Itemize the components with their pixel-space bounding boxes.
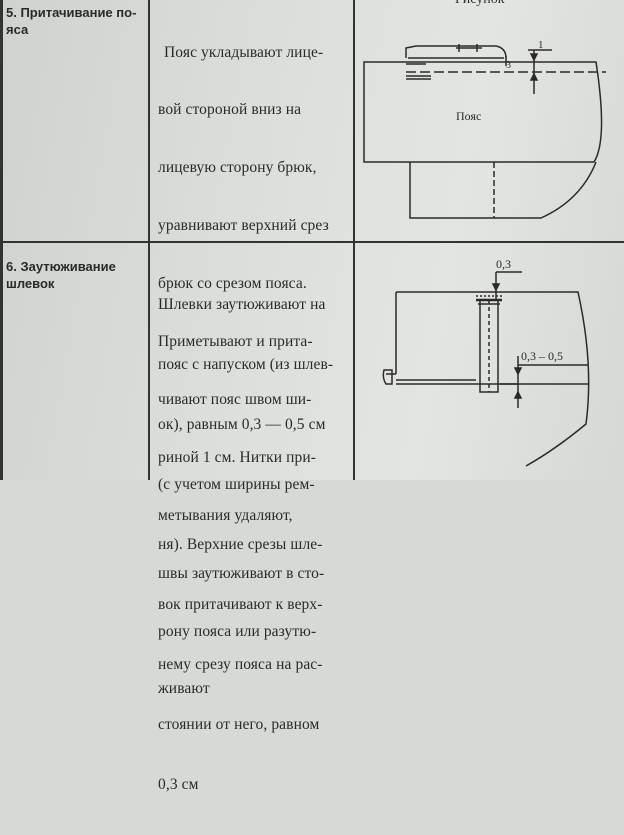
row-5-line: уравнивают верхний срез <box>158 217 329 235</box>
row-6-title: 6. Заутюживание шлевок <box>6 258 116 292</box>
belt-attachment-figure: Пояс 1 3 <box>363 39 606 219</box>
row-6-line: 0,3 см <box>158 776 199 793</box>
row-5-title: 5. Притачивание по- яса <box>6 4 136 38</box>
row-6-line: вок притачивают к верх- <box>158 596 323 613</box>
row-5-line: лицевую сторону брюк, <box>158 159 317 177</box>
table-left-border <box>0 0 3 480</box>
row-5-line: чивают пояс швом ши- <box>158 390 312 408</box>
row-6-line: Шлевки заутюживают на <box>158 296 326 313</box>
row-5-line: брюк со срезом пояса. <box>158 275 307 293</box>
dimension-side: 0,3 – 0,5 <box>521 349 563 363</box>
table-divider-1 <box>148 0 150 480</box>
row-6-line: нему срезу пояса на рас- <box>158 656 323 673</box>
dimension-1: 1 <box>538 39 544 51</box>
belt-loop-figure: 0,3 0,3 – 0,5 <box>382 257 590 467</box>
row-5-line: риной 1 см. Нитки при- <box>158 448 316 466</box>
row-6-line: ня). Верхние срезы шле- <box>158 536 323 553</box>
row-6-line: ок), равным 0,3 — 0,5 см <box>158 416 326 433</box>
row-6-line: стоянии от него, равном <box>158 716 320 733</box>
dimension-3: 3 <box>506 60 511 71</box>
row-6-description: Шлевки заутюживают на пояс с напуском (и… <box>158 255 333 835</box>
belt-top-layer <box>405 45 507 59</box>
row-6-line: (с учетом ширины рем- <box>158 476 315 493</box>
row-5-line: вой стороной вниз на <box>158 101 302 119</box>
row-6-line: пояс с напуском (из шлев- <box>158 356 334 373</box>
row-6-title-line-1: 6. Заутюживание <box>6 259 116 274</box>
dimension-top: 0,3 <box>496 257 511 271</box>
figure-column-header: Рисунок <box>455 0 505 8</box>
row-divider <box>0 241 624 243</box>
row-5-title-line-1: 5. Притачивание по- <box>6 5 137 20</box>
table-divider-2 <box>353 0 355 480</box>
row-5-line: Пояс укладывают лице- <box>164 43 324 61</box>
row-5-title-line-2: яса <box>6 22 29 37</box>
belt-outline <box>396 291 590 467</box>
row-5-line: Приметывают и прита- <box>158 333 313 351</box>
row-6-title-line-2: шлевок <box>6 276 55 291</box>
belt-label: Пояс <box>456 109 481 123</box>
textbook-page: Рисунок 5. Притачивание по- яса Пояс укл… <box>0 0 624 793</box>
belt-outline <box>363 61 603 163</box>
trouser-panel <box>409 161 597 219</box>
